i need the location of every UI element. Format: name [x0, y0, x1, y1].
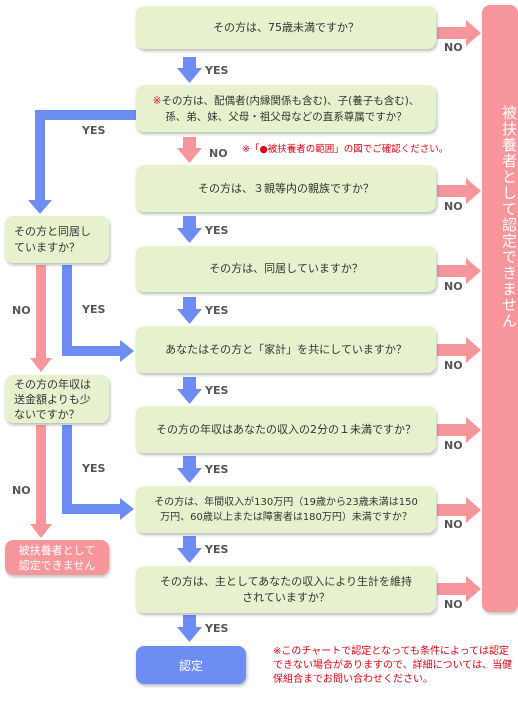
yes-arrow-q2-left: [28, 110, 139, 214]
no-label-q6: NO: [444, 439, 463, 452]
no-arrow-q5: [437, 337, 481, 363]
question-supported-line2: されていますか？: [242, 590, 330, 604]
question-direct-relative-line2: 孫、弟、妹、父母・祖父母などの直系尊属ですか？: [165, 110, 407, 123]
yes-arrow-q5-q6: [177, 377, 202, 404]
yes-label-q3: YES: [205, 224, 229, 237]
yes-arrow-q3-q4: [177, 216, 202, 243]
no-arrow-q1: [437, 20, 481, 46]
question-shared-household: あなたはその方と「家計」を共にしていますか？: [136, 326, 436, 373]
approved-result-text: 認定: [178, 658, 203, 673]
question-annual-income-line2: 万円、60歳以上または障害者は180万円）未満ですか？: [160, 511, 412, 523]
yes-label-q5: YES: [205, 384, 229, 397]
no-label-q4: NO: [444, 280, 463, 293]
yes-arrow-left1-q5: [62, 265, 134, 362]
left-result-line1: 被扶養者として: [18, 543, 96, 557]
no-arrow-q2-q3: [177, 137, 202, 163]
yes-label-q7: YES: [205, 543, 229, 556]
left-result-line2: 認定できません: [18, 558, 96, 572]
yes-label-left1: YES: [82, 303, 106, 316]
left-question-income-line3: ないですか？: [14, 407, 80, 421]
question-supported-line1: その方は、主としてあなたの収入により生計を維持: [159, 574, 413, 588]
not-eligible-side-result: 被扶養者として認定できません: [482, 5, 518, 612]
yes-label-q2: YES: [82, 124, 106, 137]
no-arrow-q7: [437, 497, 481, 523]
yes-label-left2: YES: [82, 462, 106, 475]
yes-arrow-q8-final: [177, 615, 202, 642]
yes-arrow-q1-q2: [177, 57, 202, 83]
yes-arrow-left2-q7: [62, 425, 134, 520]
question-income-half: その方の年収はあなたの収入の2分の１未満ですか？: [136, 406, 436, 453]
dependent-range-note: ※「●被扶養者の範囲」の図でご確認ください。: [242, 144, 449, 155]
yes-label-q6: YES: [205, 463, 229, 476]
no-arrow-q8: [437, 576, 481, 602]
yes-arrow-q4-q5: [177, 297, 202, 324]
yes-arrow-q6-q7: [177, 456, 202, 483]
yes-label-q1: YES: [205, 64, 229, 77]
not-eligible-side-text: 被扶養者として認定できません: [500, 105, 518, 329]
no-arrow-left1: [30, 265, 52, 372]
yes-label-q4: YES: [205, 304, 229, 317]
left-question-income-vs-remittance: その方の年収は 送金額よりも少 ないですか？: [5, 375, 109, 423]
question-under-75-text: その方は、75歳未満ですか？: [213, 20, 359, 34]
question-living-together: その方は、同居していますか？: [136, 246, 436, 292]
no-label-q1: NO: [444, 41, 463, 54]
no-label-left1: NO: [12, 304, 31, 317]
no-label-left2: NO: [12, 484, 31, 497]
no-label-q7: NO: [444, 518, 463, 531]
question-annual-income-line1: その方は、年間収入が130万円（19歳から23歳未満は150: [154, 496, 418, 508]
question-direct-relative: ※その方は、配偶者(内縁関係も含む)、子(養子も含む)、 孫、弟、妹、父母・祖父…: [136, 85, 436, 132]
no-arrow-left2: [30, 425, 52, 538]
no-label-q2: NO: [209, 147, 228, 160]
not-eligible-left-result: 被扶養者として 認定できません: [5, 540, 109, 575]
left-question-income-line1: その方の年収は: [14, 377, 91, 391]
left-question-living-together: その方と同居し ていますか？: [5, 216, 109, 263]
asterisk-mark: ※: [152, 94, 162, 107]
question-living-together-text: その方は、同居していますか？: [209, 262, 363, 275]
footnote: ※このチャートで認定となっても条件によっては認定できない場合がありますので、詳細…: [273, 646, 513, 685]
left-question-living-line2: ていますか？: [14, 240, 80, 254]
question-shared-household-text: あなたはその方と「家計」を共にしていますか？: [165, 342, 407, 356]
question-income-half-text: その方の年収はあなたの収入の2分の１未満ですか？: [156, 422, 416, 436]
no-arrow-q6: [437, 417, 481, 443]
yes-label-q8: YES: [205, 622, 229, 635]
question-annual-income: その方は、年間収入が130万円（19歳から23歳未満は150 万円、60歳以上ま…: [136, 486, 436, 533]
question-third-degree-relative-text: その方は、３親等内の親族ですか？: [198, 181, 374, 195]
left-question-income-line2: 送金額よりも少: [14, 392, 91, 406]
question-third-degree-relative: その方は、３親等内の親族ですか？: [136, 165, 436, 212]
no-arrow-q3: [437, 178, 481, 204]
question-under-75: その方は、75歳未満ですか？: [136, 6, 436, 49]
left-question-living-line1: その方と同居し: [14, 224, 91, 238]
no-arrow-q4: [437, 258, 481, 284]
yes-arrow-q7-q8: [177, 536, 202, 563]
no-label-q3: NO: [444, 200, 463, 213]
no-label-q5: NO: [444, 359, 463, 372]
question-supported-by-income: その方は、主としてあなたの収入により生計を維持 されていますか？: [136, 566, 436, 613]
question-direct-relative-line1: その方は、配偶者(内縁関係も含む)、子(養子も含む)、: [161, 94, 420, 107]
approved-result: 認定: [136, 646, 246, 684]
no-label-q8: NO: [444, 598, 463, 611]
